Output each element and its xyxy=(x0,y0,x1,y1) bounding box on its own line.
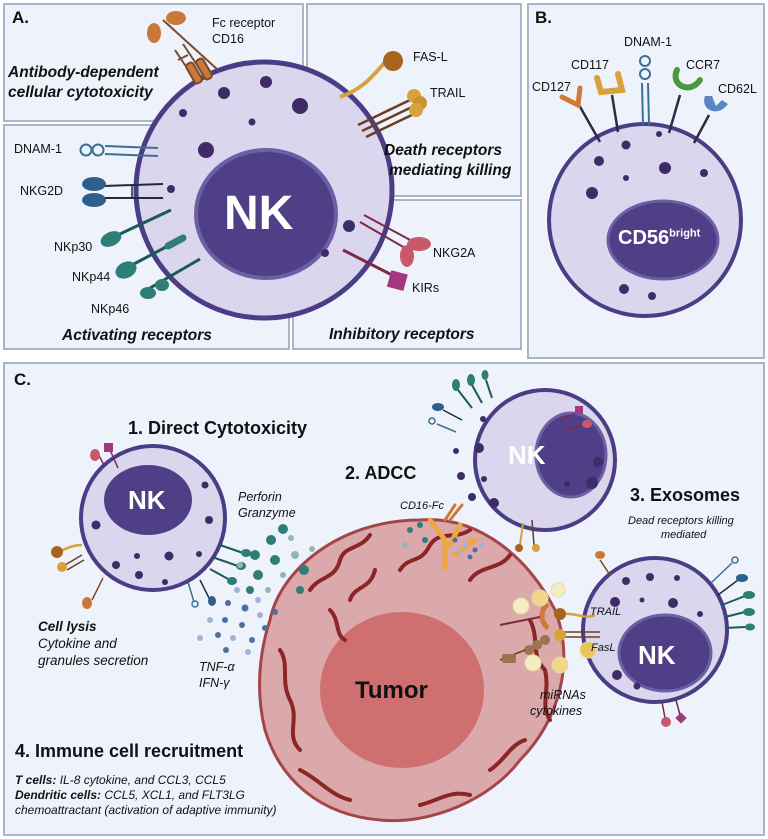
nkp46-receptor-icon xyxy=(140,257,201,299)
nk-cell-direct-cytotoxicity xyxy=(51,443,251,609)
cell-lysis-line2: granules secretion xyxy=(38,653,149,668)
kirs-receptor-icon xyxy=(342,248,408,292)
cytokines-label: cytokines xyxy=(530,704,583,718)
ifn-gamma-label: IFN-γ xyxy=(199,676,230,690)
perforin-granzyme-particles xyxy=(237,524,315,594)
trail-receptor-icon xyxy=(357,89,427,139)
exosomes-subtitle-line1: Dead receptors killing xyxy=(628,515,734,527)
nkp30-receptor-icon xyxy=(100,208,172,247)
nk-label-panel-a: NK xyxy=(224,187,294,240)
fas-l-receptor-icon xyxy=(339,51,403,99)
exosomes-subtitle-line2: mediated xyxy=(661,529,707,541)
nk-label-section1: NK xyxy=(128,485,166,515)
tumor-label: Tumor xyxy=(355,677,428,704)
dendritic-cells-line2: chemoattractant (activation of adaptive … xyxy=(15,803,277,817)
cd56-label-main: CD56 xyxy=(618,227,670,249)
adcc-title-line2: cellular cytotoxicity xyxy=(8,84,153,101)
death-receptors-title-line2: mediating killing xyxy=(389,162,512,179)
nkg2d-receptor-icon xyxy=(82,177,164,207)
cd56-label-sup: bright xyxy=(669,227,701,240)
nk-label-section2: NK xyxy=(508,440,546,470)
nk-cell-exosomes xyxy=(581,551,755,727)
adcc-title-line1: Antibody-dependent xyxy=(8,64,159,81)
immune-recruitment-title: 4. Immune cell recruitment xyxy=(15,741,244,761)
ccr7-receptor-icon xyxy=(667,67,703,134)
fc-receptor-label-line1: Fc receptor xyxy=(212,16,276,30)
nkp44-receptor-icon xyxy=(115,234,187,279)
dendritic-cells-line: Dendritic cells: CCL5, XCL1, and FLT3LG xyxy=(15,788,245,802)
cd62l-label: CD62L xyxy=(718,82,757,96)
dnam-1-label: DNAM-1 xyxy=(14,142,62,156)
cd56-bright-label: CD56bright xyxy=(618,227,700,250)
t-cells-text: IL-8 cytokine, and CCL3, CCL5 xyxy=(56,773,226,787)
granules xyxy=(167,76,355,257)
granzyme-label: Granzyme xyxy=(238,506,296,520)
tnf-alpha-label: TNF-α xyxy=(199,660,235,674)
adcc-title: 2. ADCC xyxy=(345,463,417,483)
cd117-receptor-icon xyxy=(594,71,626,133)
cytokine-particles xyxy=(197,587,278,655)
trail-label: TRAIL xyxy=(430,86,466,100)
dnam-1-receptor-icon xyxy=(79,143,159,157)
dnam-1-label-panel-b: DNAM-1 xyxy=(624,35,672,49)
death-receptors-title-line1: Death receptors xyxy=(384,142,503,159)
fas-l-label: FAS-L xyxy=(413,50,448,64)
panel-a-letter: A. xyxy=(12,8,29,27)
nk-cell-adcc xyxy=(428,370,617,552)
adcc-particles xyxy=(402,522,485,560)
inhibitory-receptors-title: Inhibitory receptors xyxy=(329,326,475,343)
mirnas-label: miRNAs xyxy=(540,688,586,702)
nkp30-label: NKp30 xyxy=(54,240,93,254)
fc-receptor-label-line2: CD16 xyxy=(212,32,244,46)
ccr7-label: CCR7 xyxy=(686,58,721,72)
trail-label-panel-c: TRAIL xyxy=(590,606,622,618)
cell-lysis-line1: Cytokine and xyxy=(38,636,117,651)
nk-cell-panel-a xyxy=(133,59,395,321)
cd16-receptor-icon xyxy=(147,11,219,85)
nkg2a-receptor-icon xyxy=(359,214,431,267)
nkg2d-label: NKG2D xyxy=(20,184,64,198)
trail-fasl-interaction xyxy=(499,602,600,663)
cd62l-receptor-icon xyxy=(692,96,728,144)
nkp46-label: NKp46 xyxy=(91,302,130,316)
kirs-label: KIRs xyxy=(412,281,440,295)
cd127-receptor-icon xyxy=(559,85,602,143)
panel-b-letter: B. xyxy=(535,8,552,27)
dendritic-cells-label: Dendritic cells: xyxy=(15,788,102,802)
cd16-fc-label: CD16-Fc xyxy=(400,500,445,512)
cd127-label: CD127 xyxy=(532,80,571,94)
direct-cytotoxicity-title: 1. Direct Cytotoxicity xyxy=(128,418,308,438)
dnam-1-receptor-icon-panel-b xyxy=(639,55,651,126)
cd117-label: CD117 xyxy=(571,58,609,72)
t-cells-label: T cells: xyxy=(15,773,57,787)
exosome-vesicles xyxy=(512,582,597,674)
nk-label-section3: NK xyxy=(638,640,676,670)
dendritic-cells-text: CCL5, XCL1, and FLT3LG xyxy=(101,788,245,802)
cell-lysis-title: Cell lysis xyxy=(38,619,97,634)
nkg2a-label: NKG2A xyxy=(433,246,476,260)
panel-c-letter: C. xyxy=(14,370,31,389)
cd56-bright-cell xyxy=(547,122,743,318)
tumor xyxy=(258,518,566,823)
exosomes-title: 3. Exosomes xyxy=(630,485,741,505)
t-cells-line: T cells: IL-8 cytokine, and CCL3, CCL5 xyxy=(15,773,226,787)
perforin-label: Perforin xyxy=(238,490,282,504)
nkp44-label: NKp44 xyxy=(72,270,111,284)
activating-receptors-title: Activating receptors xyxy=(62,327,212,344)
fasl-label: FasL xyxy=(591,642,616,654)
